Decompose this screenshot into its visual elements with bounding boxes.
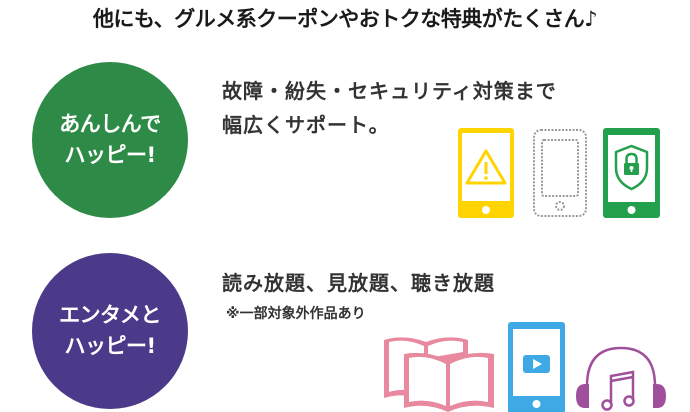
video-phone-icon [508, 322, 565, 412]
badge-line2: ハッピー! [64, 334, 156, 358]
book-icon [384, 337, 494, 412]
description-line1: 故障・紛失・セキュリティ対策まで [222, 79, 557, 103]
broken-phone-icon [533, 129, 587, 217]
badge-line1: エンタメと [59, 303, 161, 327]
security-phone-icon [603, 128, 660, 218]
badge-line1: あんしんで [59, 112, 161, 136]
entame-badge: エンタメと ハッピー! [32, 253, 188, 409]
badge-line2: ハッピー! [64, 143, 156, 167]
headphones-music-icon [576, 346, 666, 411]
page-title: 他にも、グルメ系クーポンやおトクな特典がたくさん♪ [92, 7, 598, 31]
warning-phone-icon [458, 128, 514, 218]
description-line2: 幅広くサポート。 [222, 113, 390, 137]
exclusion-note: ※一部対象外作品あり [226, 306, 366, 322]
anshin-badge: あんしんで ハッピー! [32, 62, 188, 218]
support-description: 故障・紛失・セキュリティ対策まで 幅広くサポート。 [222, 74, 557, 142]
entertainment-description: 読み放題、見放題、聴き放題 [222, 271, 495, 295]
